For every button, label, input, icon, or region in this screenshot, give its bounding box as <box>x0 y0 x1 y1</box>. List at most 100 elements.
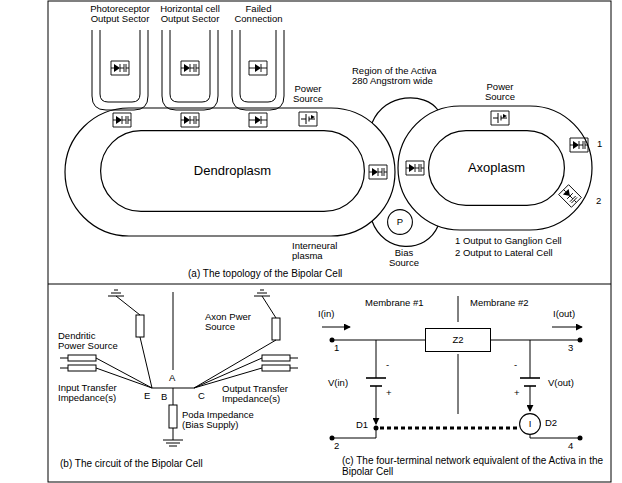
callout-number: 1 <box>597 139 602 149</box>
wire <box>530 435 580 438</box>
wire <box>530 340 531 378</box>
terminal-dots <box>330 338 583 441</box>
legend-note: 1 Output to Ganglion Cell <box>455 236 562 246</box>
axon-outer-membrane <box>398 106 592 230</box>
sector-label: Photoreceptor Output Sector <box>86 4 154 25</box>
capsule-outline <box>101 131 365 212</box>
diode-symbol <box>249 61 267 75</box>
figure-caption: (b) The circuit of the Bipolar Cell <box>60 458 203 469</box>
polarity-sign: - <box>386 360 389 370</box>
sector-label: Failed Connection <box>231 4 286 25</box>
circle-outline <box>520 414 541 435</box>
pin-number: 1 <box>334 343 339 353</box>
pin-number: 4 <box>568 441 573 451</box>
power-source-symbol <box>299 112 317 126</box>
box-outline <box>426 329 491 352</box>
dendroplasm-compartment: Dendroplasm <box>100 130 365 212</box>
cell-membranes <box>65 98 592 247</box>
wire <box>194 340 276 388</box>
four-terminal-network <box>322 296 582 438</box>
sector-label: Horizontal cell Output Sector <box>155 4 225 25</box>
polarity-sign: - <box>514 360 517 370</box>
dendrite-outer-membrane <box>65 108 395 236</box>
terminal-dot <box>374 426 379 431</box>
polarity-sign: + <box>514 388 520 398</box>
resistor-symbol <box>68 365 96 371</box>
membrane-divider <box>173 292 174 370</box>
terminal-name: E <box>144 391 150 401</box>
activa-symbol <box>559 185 582 208</box>
component-label: Dendritic Power Source <box>58 331 122 352</box>
region-label: Interneural plasma <box>292 241 350 262</box>
activa-symbol <box>113 113 131 127</box>
sector-outline <box>162 30 218 110</box>
sector-outline <box>100 30 140 102</box>
sector-outline <box>232 30 284 110</box>
terminal-dot <box>578 338 583 343</box>
legend-note: 2 Output to Lateral Cell <box>455 248 553 258</box>
source-label: Power Source <box>288 84 328 105</box>
pin-number: 2 <box>334 441 339 451</box>
poda-circle: P <box>387 209 413 235</box>
activa-symbol <box>406 161 424 175</box>
component-label: Poda Impedance (Bias Supply) <box>182 410 264 431</box>
resistor-symbol <box>262 355 290 361</box>
resistor-symbol <box>169 405 177 428</box>
current-source: I <box>519 413 541 435</box>
activa-region-outline <box>372 98 438 123</box>
activa-symbol <box>369 165 387 179</box>
circle-outline <box>388 210 413 235</box>
sector-outline <box>92 30 148 110</box>
polarity-sign: + <box>386 388 392 398</box>
wire <box>140 337 152 388</box>
wire <box>173 388 174 440</box>
activa-symbol <box>181 61 199 75</box>
bipolar-circuit <box>60 290 298 446</box>
activa-symbols <box>111 61 588 207</box>
component-label: Input Transfer Impedance(s) <box>58 383 138 404</box>
activa-symbol <box>570 138 588 152</box>
current-arrow <box>552 327 582 328</box>
node-text: Dendroplasm <box>194 164 271 178</box>
membrane-label: Membrane #1 <box>365 298 424 308</box>
capsule-outline <box>429 131 565 206</box>
signal-name: V(out) <box>548 378 574 388</box>
terminal-name: A <box>169 373 175 383</box>
figure-caption: (a) The topology of the Bipolar Cell <box>188 268 342 279</box>
component-label: Axon Pwer Source <box>205 312 261 333</box>
activa-symbol <box>181 113 199 127</box>
resistor-symbol <box>262 365 290 371</box>
node-text: Axoplasm <box>468 161 525 175</box>
separator-line <box>48 284 611 285</box>
signal-name: I(out) <box>553 309 575 319</box>
pin-number: 3 <box>568 343 573 353</box>
wire <box>116 296 140 315</box>
node-text: I <box>529 419 532 429</box>
signal-name: I(in) <box>318 309 334 319</box>
pin-name: D2 <box>545 418 557 428</box>
terminal-dot <box>330 338 335 343</box>
resistor-symbol <box>272 318 280 340</box>
terminal-dot <box>578 436 583 441</box>
impedance-box: Z2 <box>425 328 491 352</box>
membrane-label: Membrane #2 <box>470 298 529 308</box>
ground-symbol <box>108 290 124 296</box>
output-sectors <box>92 30 284 110</box>
ground-symbol <box>254 290 270 296</box>
region-label: Region of the Activa 280 Angstrom wide <box>352 66 452 87</box>
wire <box>376 340 377 378</box>
pin-name: D1 <box>356 420 368 430</box>
ground-symbol <box>163 440 183 446</box>
activa-symbol <box>111 61 129 75</box>
wire <box>530 386 531 411</box>
figure-frame <box>48 1 611 482</box>
source-label: Bias Source <box>387 248 421 269</box>
battery-plate <box>520 377 540 379</box>
signal-name: V(in) <box>328 378 348 388</box>
sector-outline <box>170 30 210 102</box>
axoplasm-compartment: Axoplasm <box>428 130 565 206</box>
battery-plate <box>366 377 386 379</box>
resistor-symbol <box>136 315 144 337</box>
terminal-dot <box>330 436 335 441</box>
wire <box>376 386 377 424</box>
